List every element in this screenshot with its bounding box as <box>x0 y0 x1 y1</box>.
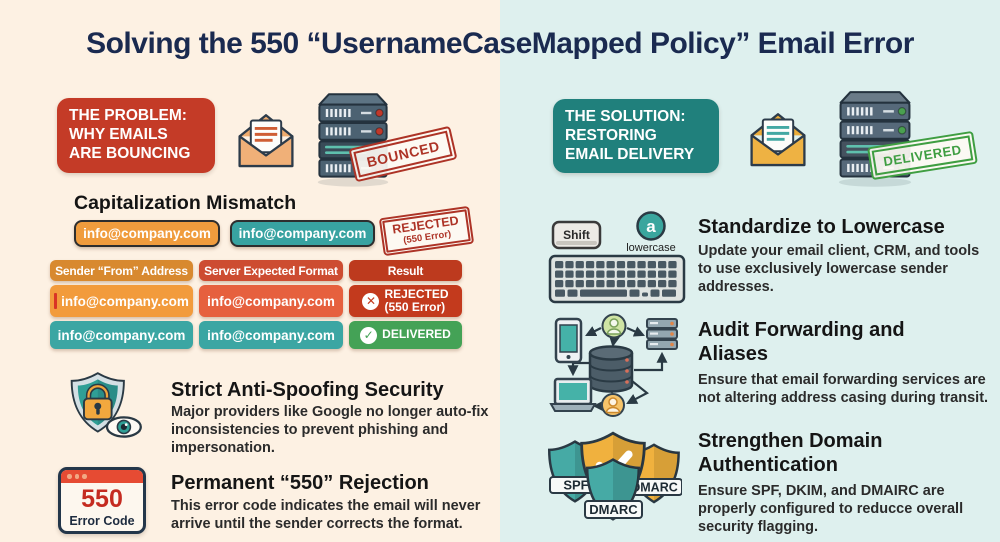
section-heading-authentication: Strengthen Domain Authentication <box>698 430 883 476</box>
mini-server-icon <box>646 318 678 350</box>
keyboard-lowercase-icon: Shift a lowercase <box>548 211 686 304</box>
envelope-icon <box>233 106 299 172</box>
section-body-lowercase: Update your email client, CRM, and tools… <box>698 243 980 295</box>
spf-dkim-dmarc-shields-icon: SPF DMARC DMARC <box>547 431 682 521</box>
solution-header-block: THE SOLUTION: RESTORING EMAIL DELIVERY <box>553 99 719 173</box>
window-titlebar <box>61 470 143 483</box>
table-header-expected: Server Expected Format <box>199 260 343 281</box>
error-code-label: Error Code <box>69 513 135 528</box>
shield-banner-dmarc-front: DMARC <box>584 500 643 519</box>
section-heading-antispoofing: Strict Anti-Spoofing Security <box>171 379 444 401</box>
email-chip-expected: info@company.com <box>230 220 375 247</box>
section-body-antispoofing: Major providers like Google no longer au… <box>171 404 489 456</box>
email-chip-sender: info@company.com <box>74 220 220 247</box>
table-cell-expected-row1: info@company.com <box>199 285 343 317</box>
section-body-550: This error code indicates the email will… <box>171 498 481 532</box>
table-header-result: Result <box>349 260 462 281</box>
shield-lock-eye-icon <box>70 372 142 438</box>
section-body-authentication: Ensure SPF, DKIM, and DMAIRC are properl… <box>698 483 964 535</box>
table-cell-from-row1-text: info@company.com <box>61 293 189 309</box>
table-header-from: Sender “From” Address <box>50 260 193 281</box>
mismatch-heading: Capitalization Mismatch <box>74 192 297 214</box>
laptop-icon <box>549 377 597 412</box>
keyboard-keys <box>555 261 677 297</box>
check-circle-icon: ✓ <box>360 326 378 344</box>
forwarding-network-icon <box>549 313 678 417</box>
problem-header-block: THE PROBLEM: WHY EMAILS ARE BOUNCING <box>57 98 215 173</box>
envelope-icon <box>745 105 811 171</box>
user-icon-green <box>601 313 627 339</box>
lowercase-caption: lowercase <box>626 242 676 254</box>
lowercase-letter: a <box>646 217 656 236</box>
svg-text:DMARC: DMARC <box>589 502 638 517</box>
svg-text:SPF: SPF <box>563 478 588 493</box>
shift-key-label: Shift <box>563 228 590 242</box>
error-code-window-icon: 550 Error Code <box>58 467 146 534</box>
page-title: Solving the 550 “UsernameCaseMapped Poli… <box>86 27 914 60</box>
section-heading-audit: Audit Forwarding and Aliases <box>698 319 905 365</box>
table-cell-result-row1: ✕ REJECTED (550 Error) <box>349 285 462 317</box>
section-heading-550: Permanent “550” Rejection <box>171 472 429 494</box>
svg-text:DMARC: DMARC <box>631 481 678 495</box>
result-text-delivered: DELIVERED <box>382 327 451 342</box>
error-code-550: 550 <box>81 485 123 513</box>
section-body-audit: Ensure that email forwarding services ar… <box>698 372 989 406</box>
text-cursor <box>54 293 58 309</box>
section-heading-lowercase: Standardize to Lowercase <box>698 216 945 238</box>
result-text-rejected: REJECTED (550 Error) <box>384 286 449 314</box>
comparison-table: Sender “From” Address Server Expected Fo… <box>50 260 462 349</box>
table-cell-result-row2: ✓ DELIVERED <box>349 321 462 349</box>
x-circle-icon: ✕ <box>362 292 380 310</box>
table-cell-expected-row2: info@company.com <box>199 321 343 349</box>
user-icon-orange <box>601 393 625 417</box>
table-cell-from-row1: info@company.com <box>50 285 193 317</box>
database-icon <box>588 345 634 393</box>
table-cell-from-row2: info@company.com <box>50 321 193 349</box>
